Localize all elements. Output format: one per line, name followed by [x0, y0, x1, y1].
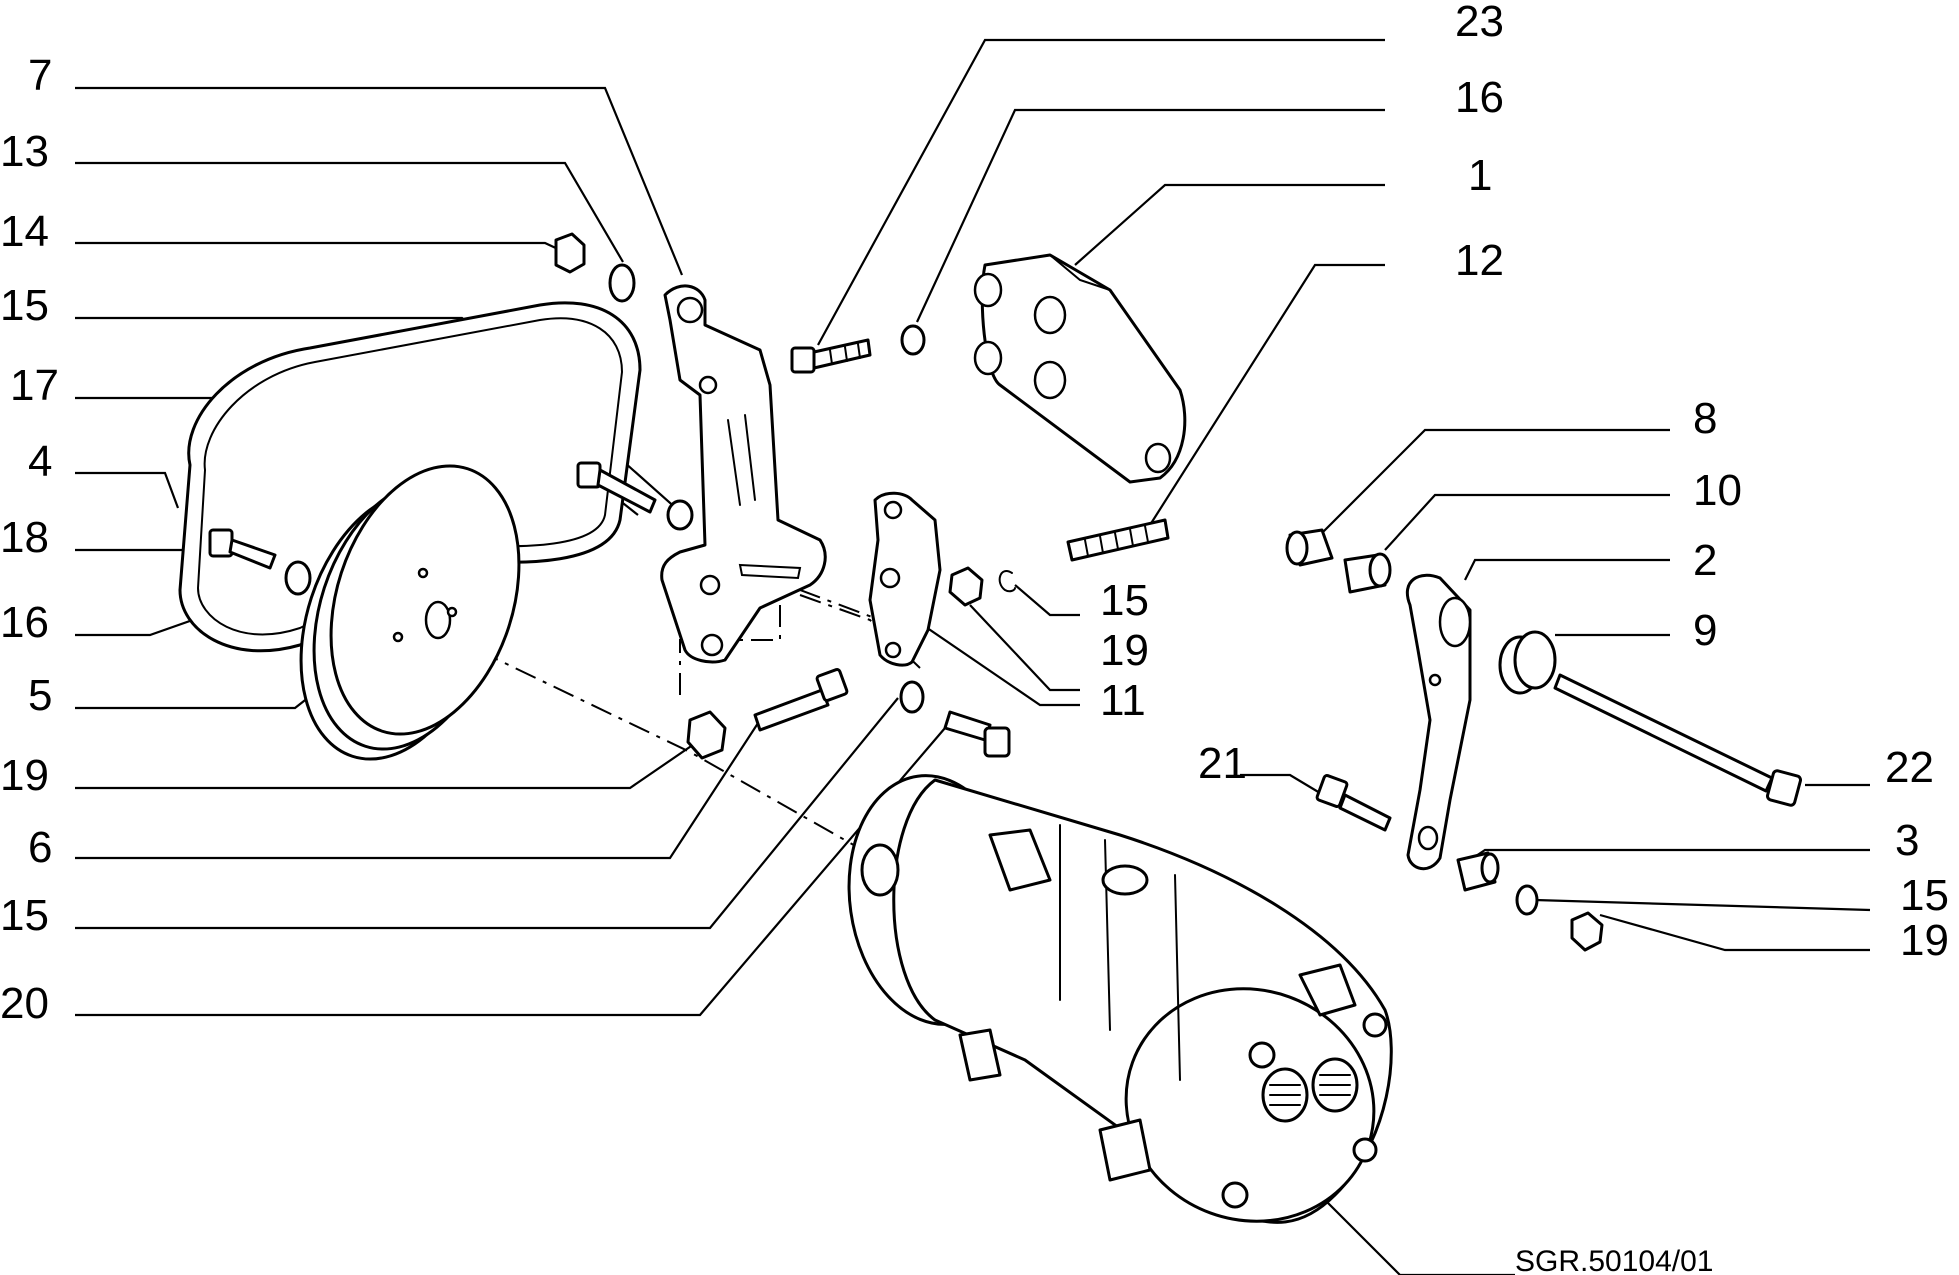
sleeve-10: [1343, 552, 1392, 594]
callout-11: 11: [1100, 676, 1146, 725]
callout-2: 2: [1693, 536, 1717, 585]
small-bracket: [868, 491, 942, 667]
washer-16-top: [900, 324, 926, 356]
callout-18: 18: [0, 513, 49, 562]
callout-6: 6: [28, 823, 52, 872]
callout-15-left-a: 15: [0, 281, 49, 330]
callout-22: 22: [1885, 743, 1934, 792]
callout-13: 13: [0, 127, 49, 176]
callout-15-right: 15: [1900, 871, 1949, 920]
callout-16-top: 16: [1455, 73, 1504, 122]
pulley: [299, 464, 521, 761]
callout-4: 4: [28, 437, 52, 486]
washer-15-a: [666, 499, 694, 531]
spacer-3: [1456, 851, 1500, 892]
callout-7: 7: [28, 51, 52, 100]
fasteners: [208, 232, 1803, 952]
callout-21: 21: [1198, 739, 1247, 788]
callout-3: 3: [1895, 816, 1919, 865]
bushing-9: [1498, 630, 1557, 695]
callout-16-left: 16: [0, 598, 49, 647]
compressor-fittings: [1221, 1012, 1388, 1209]
support-bracket: [660, 284, 827, 664]
circlip-15-mid: [998, 570, 1016, 593]
callout-14: 14: [0, 207, 49, 256]
callout-23-top: 23: [1455, 0, 1504, 46]
washer-13: [608, 263, 636, 303]
callout-15-mid: 15: [1100, 576, 1149, 625]
bolt-17: [576, 461, 657, 514]
tensioner-arm: [1405, 573, 1472, 870]
reference-code: SGR.50104/01: [1515, 1245, 1713, 1275]
washer-16-left: [284, 560, 312, 596]
bolt-21: [1315, 774, 1392, 832]
callout-10: 10: [1693, 466, 1742, 515]
bolt-23: [790, 338, 872, 374]
callout-20: 20: [0, 979, 49, 1028]
ac-compressor: [847, 774, 1393, 1224]
bolt-20: [943, 710, 1011, 758]
callout-1: 1: [1468, 151, 1492, 200]
callout-12: 12: [1455, 236, 1504, 285]
callout-9: 9: [1693, 606, 1717, 655]
washer-15-right: [1515, 884, 1539, 916]
leader-lines: [75, 38, 1871, 1275]
callout-5: 5: [28, 671, 52, 720]
nut-19-left: [686, 710, 727, 760]
washer-15-b: [899, 680, 925, 714]
stud-12: [1066, 518, 1170, 562]
callout-19-left: 19: [0, 751, 49, 800]
nut-19-mid: [948, 566, 984, 607]
callout-17: 17: [10, 361, 59, 410]
callout-19-mid: 19: [1100, 626, 1149, 675]
nut-14: [554, 232, 586, 274]
callout-8: 8: [1693, 394, 1717, 443]
nut-19-right: [1570, 911, 1604, 952]
cover-plate: [973, 253, 1187, 484]
callout-15-left-b: 15: [0, 891, 49, 940]
bolt-22: [1553, 673, 1803, 807]
callout-19-right: 19: [1900, 916, 1949, 965]
bushing-8: [1285, 528, 1334, 567]
bolt-18: [208, 528, 277, 570]
bolt-6: [753, 668, 849, 732]
